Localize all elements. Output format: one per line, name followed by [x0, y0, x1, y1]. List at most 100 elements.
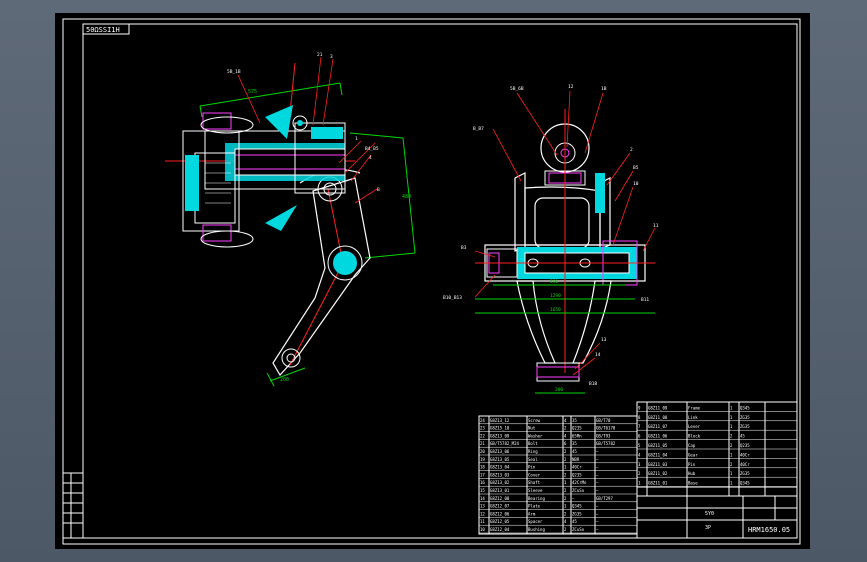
cad-drawing: 50ΩSSI1H 575 480 200 — [62, 18, 801, 545]
parts-cell: ZG35 — [740, 415, 750, 420]
parts-cell: 14 — [480, 496, 485, 501]
parts-cell: 2 — [564, 449, 567, 454]
parts-cell: 22 — [480, 433, 485, 438]
parts-cell: GB/T93 — [596, 433, 611, 438]
parts-cell: G8Z13_12 — [490, 418, 510, 423]
parts-cell: GB/T297 — [596, 496, 613, 501]
parts-cell: — — [596, 472, 599, 477]
right-assembly-view: 590 1290 1650 200 5B_6B 12 1B B_B7 2 — [443, 84, 659, 394]
drawing-number: HRM1650.05 — [748, 526, 790, 534]
left-bearing-housing — [182, 112, 254, 248]
svg-text:575: 575 — [248, 89, 257, 95]
parts-cell: 1 — [730, 415, 733, 420]
right-dimension-labels: 590 1290 1650 200 — [550, 279, 563, 393]
svg-text:B10_B13: B10_B13 — [443, 295, 462, 301]
parts-cell: ZG35 — [572, 511, 582, 516]
svg-text:5B_1B: 5B_1B — [227, 69, 241, 75]
left-centerlines — [165, 62, 355, 366]
parts-cell: 42CrMo — [572, 480, 587, 485]
parts-cell: 45 — [740, 434, 745, 439]
parts-cell: 35 — [572, 418, 577, 423]
parts-cell: 1 — [564, 480, 567, 485]
parts-cell: GB/T6170 — [596, 426, 616, 431]
parts-cell: G8Z11_03 — [648, 462, 668, 467]
parts-cell: Shaft — [528, 480, 541, 485]
left-callout-labels: 5B_1B 21 3 1 B4_B5 4 B — [227, 52, 380, 193]
parts-cell: G8Z15_10 — [490, 426, 510, 431]
parts-cell: GB/T5782_M24 — [490, 441, 519, 446]
parts-cell: 40Cr — [740, 452, 750, 457]
svg-text:B3: B3 — [461, 245, 467, 251]
parts-cell: Q235 — [572, 472, 582, 477]
svg-text:1650: 1650 — [550, 307, 561, 313]
end-eye — [281, 348, 301, 368]
right-leaders — [474, 90, 656, 376]
parts-cell: Spacer — [528, 519, 543, 524]
parts-cell: GB/T5782 — [596, 441, 616, 446]
parts-cell: — — [596, 449, 599, 454]
parts-cell: G8Z13_05 — [490, 457, 510, 462]
drawing-canvas: 50ΩSSI1H 575 480 200 — [55, 13, 810, 549]
left-shaft-assembly — [204, 115, 346, 194]
parts-cell: G8Z11_05 — [648, 443, 668, 448]
parts-cell: G8Z12_04 — [490, 527, 510, 532]
svg-text:B4_B5: B4_B5 — [365, 146, 379, 152]
parts-cell: 9 — [638, 405, 641, 410]
svg-text:13: 13 — [601, 337, 607, 343]
parts-cell: Lever — [688, 424, 701, 429]
parts-cell: Q235 — [740, 443, 750, 448]
parts-cell: Frame — [688, 405, 701, 410]
parts-cell: Q345 — [740, 481, 750, 486]
svg-text:B: B — [377, 187, 380, 193]
svg-text:1: 1 — [355, 136, 358, 142]
svg-text:200: 200 — [280, 377, 289, 383]
parts-cell: 2 — [564, 511, 567, 516]
stamp-box — [82, 23, 130, 35]
parts-cell: GB/T70 — [596, 418, 611, 423]
parts-cell: G8Z11_08 — [648, 415, 668, 420]
right-legs — [516, 280, 612, 364]
parts-cell: 23 — [480, 426, 485, 431]
parts-cell: 17 — [480, 472, 485, 477]
parts-cell: 24 — [480, 418, 485, 423]
parts-cell: 2 — [564, 488, 567, 493]
parts-cell: Block — [688, 434, 701, 439]
parts-cell: 13 — [480, 504, 485, 509]
parts-cell: G8Z12_07 — [490, 504, 510, 509]
parts-cell: G8Z11_01 — [648, 481, 668, 486]
inner-frame — [82, 23, 798, 539]
parts-cell: Plate — [528, 504, 541, 509]
svg-text:4: 4 — [369, 155, 372, 161]
parts-cell: — — [596, 519, 599, 524]
right-dimensions — [475, 284, 655, 394]
svg-text:21: 21 — [317, 52, 323, 58]
lower-pivot — [333, 251, 357, 275]
parts-cell: ZG35 — [740, 471, 750, 476]
parts-cell: 45 — [572, 519, 577, 524]
svg-text:480: 480 — [402, 194, 411, 200]
parts-cell: Pin — [528, 465, 536, 470]
parts-cell: G8Z12_06 — [490, 511, 510, 516]
parts-cell: Cover — [528, 472, 541, 477]
svg-text:12: 12 — [568, 84, 574, 90]
parts-cell: G8Z13_06 — [490, 449, 510, 454]
parts-cell: 8 — [638, 415, 641, 420]
left-assembly-view: 575 480 200 — [165, 52, 416, 387]
parts-cell: — — [596, 511, 599, 516]
parts-cell: 4 — [564, 433, 567, 438]
parts-cell: Screw — [528, 418, 541, 423]
parts-cell: 6 — [638, 434, 641, 439]
parts-cell: G8Z11_07 — [648, 424, 668, 429]
parts-cell: G8Z12_08 — [490, 496, 510, 501]
parts-cell: 2 — [564, 472, 567, 477]
parts-cell: 2 — [730, 434, 733, 439]
svg-text:10: 10 — [633, 181, 639, 187]
parts-cell: 21 — [480, 441, 485, 446]
title-block-left: 3P — [705, 525, 711, 531]
parts-cell: 7 — [638, 424, 641, 429]
parts-cell: 4 — [564, 418, 567, 423]
title-block: 5Y0 3P HRM1650.05 — [636, 495, 798, 539]
parts-cell: 1 — [730, 481, 733, 486]
svg-text:590: 590 — [550, 279, 558, 285]
